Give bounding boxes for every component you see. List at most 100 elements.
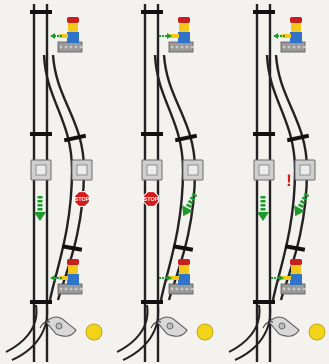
minifig-arm xyxy=(170,34,179,38)
plate-stud xyxy=(180,287,184,291)
minifig-signal-arrow-icon xyxy=(50,275,62,281)
lower-curve-rail xyxy=(234,304,272,361)
controller-knob xyxy=(278,322,286,330)
rail-sleeper xyxy=(253,300,275,304)
rail-sleeper xyxy=(253,10,275,14)
stop-sign-icon xyxy=(143,191,159,207)
arrow-head xyxy=(34,212,46,221)
minifig-signal-arrow-icon xyxy=(271,275,284,281)
controller-knob xyxy=(55,322,63,330)
arrow-head xyxy=(294,205,305,217)
arrow-dash xyxy=(280,35,282,37)
rail-sleeper xyxy=(61,244,83,252)
panel-2: STOP xyxy=(116,4,214,362)
minifig-torso xyxy=(290,274,302,285)
signal-box-window xyxy=(76,164,88,176)
arrow-dash xyxy=(277,277,279,279)
plate-stud xyxy=(302,45,306,49)
arrow-head xyxy=(257,212,269,221)
arrow-dash xyxy=(260,196,266,199)
arrow-dash xyxy=(57,277,59,279)
rail-sleeper xyxy=(286,133,310,143)
arrow-dash xyxy=(37,200,43,203)
signal-box-window xyxy=(35,164,47,176)
rail-sleeper xyxy=(253,132,275,136)
rail-sleeper xyxy=(30,132,52,136)
rail-sleeper xyxy=(141,132,163,136)
green-arrow-icon xyxy=(182,192,198,217)
plate-stud xyxy=(175,287,179,291)
controller-knob xyxy=(166,322,174,330)
minifig-arm xyxy=(282,276,291,280)
arrow-dash xyxy=(260,200,266,203)
plate-stud xyxy=(282,45,286,49)
minifig-hat xyxy=(67,17,79,23)
indicator-light-icon xyxy=(196,323,214,341)
plate-stud xyxy=(292,287,296,291)
panel-3: ! xyxy=(228,4,326,362)
arrow-dash xyxy=(57,35,59,37)
minifig-arm xyxy=(170,276,179,280)
plate-stud xyxy=(59,45,63,49)
minifig-head xyxy=(179,264,189,274)
arrow-dash xyxy=(301,196,308,201)
rail-sleeper xyxy=(141,10,163,14)
minifig-bottom xyxy=(159,259,194,295)
arrow-dash xyxy=(271,277,273,279)
minifig-head xyxy=(179,22,189,32)
minifig-hat xyxy=(178,259,190,265)
minifig-signal-arrow-icon xyxy=(50,33,62,39)
minifig-head xyxy=(68,22,78,32)
green-arrow-icon xyxy=(34,196,46,221)
arrow-dash xyxy=(37,208,43,211)
rail-sleeper xyxy=(30,300,52,304)
arrow-dash xyxy=(60,277,62,279)
plate-stud xyxy=(79,45,83,49)
plate-stud xyxy=(69,45,73,49)
lower-curve-rail xyxy=(116,304,149,353)
minifig-arm xyxy=(282,34,291,38)
arrow-dash xyxy=(37,204,43,207)
minifig-hat xyxy=(178,17,190,23)
arrow-dash xyxy=(165,277,167,279)
arrow-dash xyxy=(185,203,192,208)
minifig-signal-arrow-icon xyxy=(273,33,285,39)
arrow-head xyxy=(50,33,55,39)
arrow-dash xyxy=(191,192,198,198)
plate-stud xyxy=(59,287,63,291)
plate-stud xyxy=(170,287,174,291)
plate-stud xyxy=(74,45,78,49)
minifig-torso xyxy=(290,32,302,43)
plate-stud xyxy=(185,45,189,49)
minifig-signal-arrow-icon xyxy=(159,275,172,281)
plate-stud xyxy=(170,45,174,49)
arrow-dash xyxy=(189,196,196,201)
plate-stud xyxy=(297,287,301,291)
arrow-dash xyxy=(303,192,310,198)
minifig-bottom xyxy=(50,259,83,295)
minifig-arm xyxy=(59,276,68,280)
arrow-dash xyxy=(260,208,266,211)
signal-box-window xyxy=(299,164,311,176)
stop-sign-label: STOP xyxy=(144,197,159,203)
minifig-torso xyxy=(67,274,79,285)
panel-1: STOP xyxy=(5,4,103,362)
arrow-dash xyxy=(159,35,161,37)
arrow-dash xyxy=(162,35,164,37)
minifig-torso xyxy=(67,32,79,43)
plate-stud xyxy=(287,45,291,49)
green-arrow-icon xyxy=(257,196,269,221)
stop-sign-label: STOP xyxy=(75,197,90,203)
controller-cable xyxy=(39,321,51,329)
lower-curve-rail xyxy=(228,304,261,353)
minifig-top xyxy=(273,17,306,53)
arrow-head xyxy=(50,275,55,281)
plate-stud xyxy=(64,287,68,291)
minifig-top xyxy=(50,17,83,53)
arrow-dash xyxy=(187,199,194,205)
signal-box-window xyxy=(187,164,199,176)
arrow-head xyxy=(279,275,284,281)
minifig-top xyxy=(159,17,194,53)
arrow-head xyxy=(273,33,278,39)
